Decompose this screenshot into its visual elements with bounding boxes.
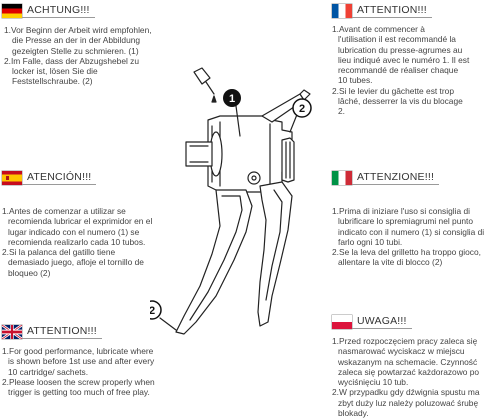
text-line: die Presse an der in der Abbildung bbox=[12, 35, 141, 46]
marker-2-bottom-label: 2 bbox=[150, 305, 155, 317]
text-line: wskazanym na schemacie. Czynność bbox=[338, 356, 478, 367]
section-es-text: 1.Antes de comenzar a utilizar se recomi… bbox=[2, 206, 188, 278]
section-it: ATTENZIONE!!! 1.Prima di iniziare l'uso … bbox=[332, 170, 498, 268]
text-line: l'utilisation il est recommandé la bbox=[338, 34, 456, 45]
text-line: 2.Si le levier du gâchette est trop bbox=[332, 85, 454, 96]
section-pl: UWAGA!!! 1.Przed rozpoczęciem pracy zale… bbox=[332, 314, 498, 418]
section-de-title: ACHTUNG!!! bbox=[22, 4, 95, 18]
text-line: blokady. bbox=[338, 408, 369, 418]
text-line: 1.Avant de commencer à bbox=[332, 24, 425, 34]
text-line: 2.Se la leva del grilletto ha troppo gio… bbox=[332, 247, 481, 258]
text-line: lâché, desserrer la vis du blocage bbox=[338, 96, 463, 107]
text-line: 2. bbox=[338, 106, 345, 117]
text-line: farlo ogni 10 tubi. bbox=[338, 236, 403, 247]
section-en-text: 1.For good performance, lubricate where … bbox=[2, 346, 188, 397]
oil-dropper bbox=[193, 67, 211, 85]
marker-1-label: 1 bbox=[229, 93, 235, 105]
text-line: 2.Please loosen the screw properly when bbox=[2, 376, 155, 387]
dispenser-rod bbox=[185, 141, 213, 167]
spanish-flag-icon bbox=[2, 171, 22, 185]
text-line: wyciśnięciu 10 tub. bbox=[338, 377, 409, 388]
text-line: nasmarować wyciskacz w miejscu bbox=[338, 346, 465, 357]
text-line: zaleca się powtarzać każdorazowo po bbox=[338, 366, 480, 377]
marker-2-top-label: 2 bbox=[299, 103, 305, 115]
text-line: indicato con il numero (1) si consiglia … bbox=[338, 226, 485, 237]
lock-screw bbox=[281, 137, 295, 183]
section-fr: ATTENTION!!! 1.Avant de commencer à l'ut… bbox=[332, 3, 498, 117]
french-flag-icon bbox=[332, 4, 352, 18]
german-flag-icon bbox=[2, 4, 22, 18]
text-line: allentare la vite di blocco (2) bbox=[338, 257, 443, 268]
text-line: lugar indicado con el numero (1) se bbox=[8, 226, 140, 237]
text-line: 1.For good performance, lubricate where bbox=[2, 346, 154, 356]
section-pl-title: UWAGA!!! bbox=[352, 315, 412, 329]
text-line: 1.Antes de comenzar a utilizar se bbox=[2, 206, 126, 216]
text-line: demasiado juego, afloje el tornillo de bbox=[8, 257, 144, 268]
text-line: lieu indiqué avec le numéro 1. Il est bbox=[338, 54, 470, 65]
text-line: 10 tubes. bbox=[338, 75, 373, 86]
text-line: 1.Prima di iniziare l'uso si consiglia d… bbox=[332, 206, 470, 216]
section-de-text: 1.Vor Beginn der Arbeit wird empfohlen, … bbox=[2, 25, 180, 87]
text-line: 1.Przed rozpoczęciem pracy zaleca się bbox=[332, 336, 478, 346]
text-line: is shown before 1st use and after every bbox=[8, 356, 155, 367]
uk-flag-icon bbox=[2, 325, 22, 339]
text-line: gezeigten Stelle zu schmieren. (1) bbox=[12, 45, 139, 56]
marker-2-bottom: 2 bbox=[150, 300, 162, 320]
section-it-text: 1.Prima di iniziare l'uso si consiglia d… bbox=[332, 206, 498, 268]
section-en: ATTENTION!!! 1.For good performance, lub… bbox=[2, 324, 188, 397]
section-en-title: ATTENTION!!! bbox=[22, 325, 102, 339]
text-line: 1.Vor Beginn der Arbeit wird empfohlen, bbox=[4, 25, 152, 35]
text-line: recomienda realizarlo cada 10 tubos. bbox=[8, 236, 146, 247]
text-line: 2.Im Falle, dass der Abzugshebel zu bbox=[4, 55, 140, 66]
text-line: lubrificare lo spremiagrumi nel punto bbox=[338, 216, 473, 227]
text-line: 10 cartridge/ sachets. bbox=[8, 366, 89, 377]
text-line: Feststellschraube. (2) bbox=[12, 76, 93, 87]
text-line: 2.Si la palanca del gatillo tiene bbox=[2, 247, 116, 258]
text-line: bloqueo (2) bbox=[8, 267, 51, 278]
text-line: 2.W przypadku gdy dźwignia spustu ma bbox=[332, 387, 480, 398]
section-fr-text: 1.Avant de commencer à l'utilisation il … bbox=[332, 24, 498, 117]
dispenser-diagram: 1 2 2 bbox=[150, 67, 312, 335]
text-line: locker ist, lösen Sie die bbox=[12, 66, 98, 77]
section-de: ACHTUNG!!! 1.Vor Beginn der Arbeit wird … bbox=[2, 3, 180, 87]
text-line: zbyt duży luz należy poluzować śrubę bbox=[338, 397, 479, 408]
section-es: ATENCIÓN!!! 1.Antes de comenzar a utiliz… bbox=[2, 170, 188, 278]
fixed-handle bbox=[175, 189, 253, 335]
section-fr-title: ATTENTION!!! bbox=[352, 4, 432, 18]
polish-flag-icon bbox=[332, 315, 352, 329]
text-line: recommandé de réaliser chaque bbox=[338, 65, 459, 76]
section-es-title: ATENCIÓN!!! bbox=[22, 171, 97, 185]
text-line: lubrication du presse-agrumes au bbox=[338, 44, 463, 55]
text-line: recomienda lubricar el exprimidor en el bbox=[8, 216, 153, 227]
text-line: trigger is getting too much of free play… bbox=[8, 387, 150, 398]
section-it-title: ATTENZIONE!!! bbox=[352, 171, 440, 185]
marker-2-top: 2 bbox=[292, 98, 312, 118]
marker-1: 1 bbox=[223, 89, 241, 107]
italian-flag-icon bbox=[332, 171, 352, 185]
